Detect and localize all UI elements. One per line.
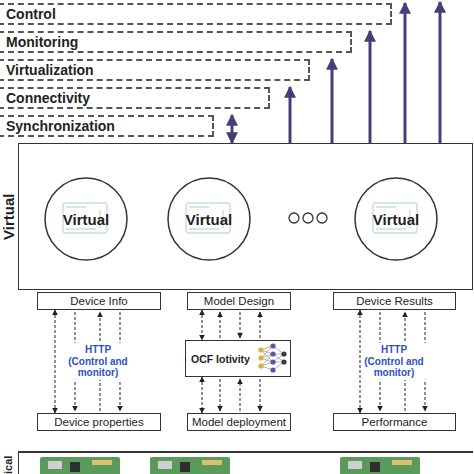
box-label: Control xyxy=(6,6,56,22)
layer-box: Virtualization xyxy=(0,59,310,81)
box-label: Synchronization xyxy=(6,118,115,134)
virtual-device: Virtual xyxy=(167,177,251,261)
circle-outline xyxy=(168,178,250,260)
layer-arrow xyxy=(404,3,407,143)
layer-box: Connectivity xyxy=(0,87,270,109)
device-sketch xyxy=(63,203,417,233)
virtual-device: Virtual xyxy=(354,177,438,261)
info-box: Model deployment xyxy=(187,413,291,431)
layer-arrow xyxy=(231,115,234,143)
layer-box: Synchronization xyxy=(0,115,214,137)
box-label: Device Info xyxy=(70,295,128,307)
layer-title: ical xyxy=(0,453,17,474)
physical-layer: ical xyxy=(18,451,473,474)
info-box: Device Results xyxy=(333,292,456,310)
ellipsis-dots xyxy=(289,213,327,223)
info-box: Model Design xyxy=(187,292,291,310)
box-label: Virtual xyxy=(186,211,232,228)
box-label: Device Results xyxy=(356,295,433,307)
info-box: Device properties xyxy=(37,413,161,431)
protocol-label: HTTP (Control and monitor) xyxy=(362,343,426,380)
box-label: Virtual xyxy=(373,211,419,228)
data-arrow xyxy=(202,310,203,340)
data-arrow xyxy=(55,310,56,413)
box-label: Model Design xyxy=(204,295,274,307)
layer-box: Monitoring xyxy=(0,31,352,53)
circle-outline xyxy=(45,178,127,260)
middleware-box: OCF Iotivity xyxy=(185,340,291,377)
layer-arrow xyxy=(439,2,442,143)
data-arrow xyxy=(360,310,361,413)
layer-arrow xyxy=(369,31,372,143)
box-label: Virtualization xyxy=(6,62,94,78)
layer-arrow xyxy=(331,59,334,143)
layer-title: Virtual xyxy=(0,144,17,289)
protocol-label: HTTP (Control and monitor) xyxy=(66,343,130,380)
box-label: Monitoring xyxy=(6,34,78,50)
box-label: Model deployment xyxy=(192,416,286,428)
virtual-layer: VirtualVirtualVirtualVirtual xyxy=(18,143,473,290)
box-label: Device properties xyxy=(54,416,143,428)
box-label: OCF Iotivity xyxy=(191,353,250,365)
virtual-device: Virtual xyxy=(44,177,128,261)
box-label: Virtual xyxy=(63,211,109,228)
data-arrow xyxy=(202,377,203,413)
neural-net-icon xyxy=(258,343,286,372)
device-board xyxy=(40,457,420,474)
circle-outline xyxy=(355,178,437,260)
layer-arrow xyxy=(289,87,292,143)
box-label: Performance xyxy=(362,416,428,428)
layer-box: Control xyxy=(0,3,392,25)
info-box: Performance xyxy=(333,413,456,431)
box-label: Connectivity xyxy=(6,90,90,106)
info-box: Device Info xyxy=(37,292,161,310)
